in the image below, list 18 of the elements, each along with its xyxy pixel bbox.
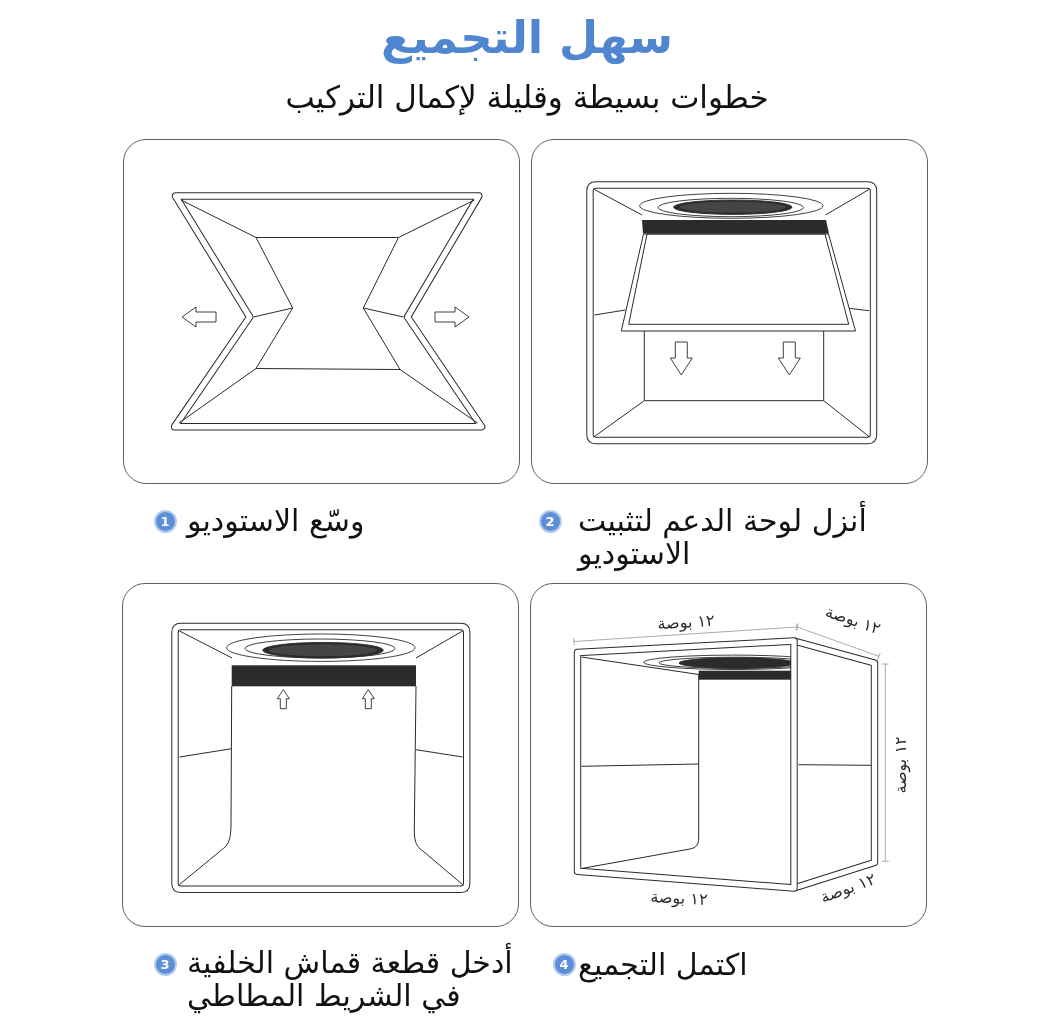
panel-frame: [122, 583, 519, 927]
dimension-label: ١٢ بوصة: [650, 888, 708, 908]
dimension-label: ١٢ بوصة: [818, 870, 878, 906]
title: سهل التجميع: [380, 10, 674, 66]
step-number-badge: 1: [153, 509, 177, 533]
step-number-badge: 4: [552, 952, 576, 976]
step-caption: وسّع الاستوديو: [187, 503, 366, 537]
step-caption: أنزل لوحة الدعم لتثبيت الاستوديو: [578, 503, 868, 570]
dimension-label: ١٢ بوصة: [891, 736, 909, 794]
subtitle: خطوات بسيطة وقليلة لإكمال التركيب: [285, 78, 769, 117]
step-number-badge: 2: [538, 509, 562, 533]
step-caption: اكتمل التجميع: [578, 947, 749, 981]
dimension-label: ١٢ بوصة: [823, 602, 883, 638]
panel-frame: [123, 139, 520, 484]
dimension-label: ١٢ بوصة: [656, 611, 715, 633]
panel-frame: [531, 139, 928, 484]
panel-frame: [530, 583, 927, 927]
step-number-badge: 3: [153, 952, 177, 976]
